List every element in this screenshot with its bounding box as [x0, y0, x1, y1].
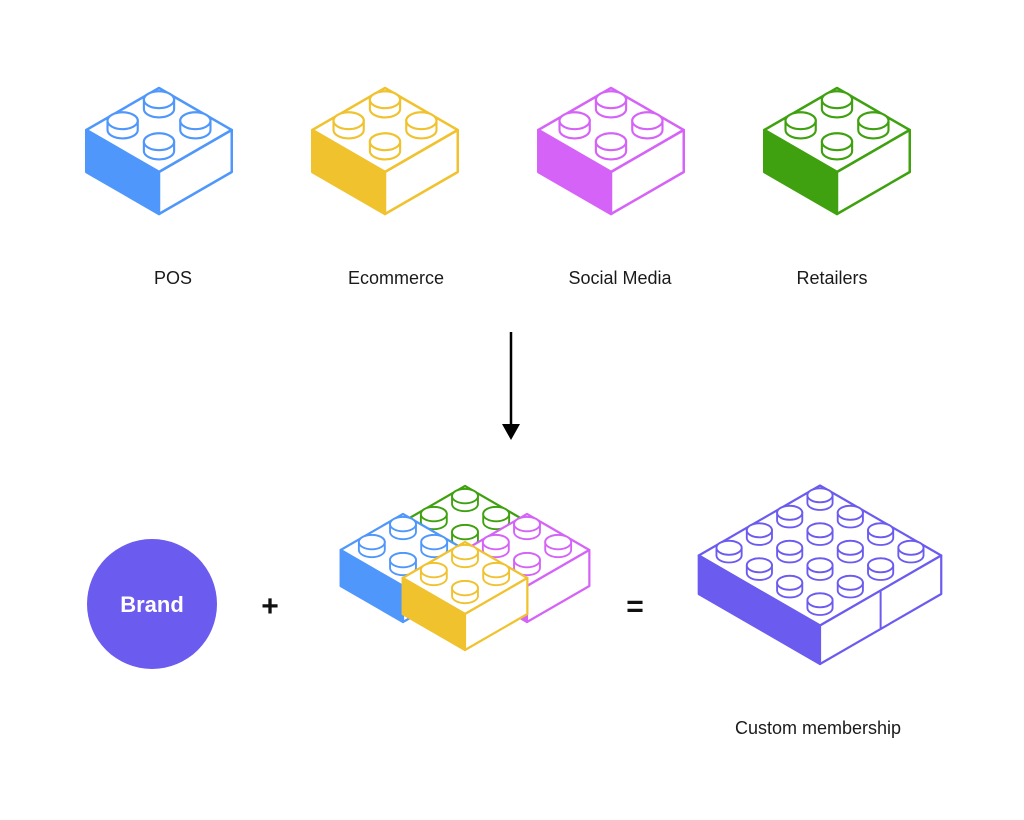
combined-lego-bricks-icon [339, 484, 591, 652]
retailers-brick-icon [763, 86, 911, 216]
plus-sign: + [261, 590, 279, 623]
pos-brick-icon [85, 86, 233, 216]
social-media-brick-icon [537, 86, 685, 216]
down-arrow-icon [502, 332, 520, 440]
ecommerce-brick-icon [311, 86, 459, 216]
ecommerce-label: Ecommerce [348, 268, 444, 288]
brand-label: Brand [120, 592, 184, 617]
retailers-label: Retailers [796, 268, 867, 288]
custom-membership-label: Custom membership [735, 718, 901, 738]
equals-sign: = [626, 590, 644, 623]
brand-circle: Brand [87, 539, 217, 669]
social-media-label: Social Media [568, 268, 672, 288]
pos-label: POS [154, 268, 192, 288]
custom-membership-brick-icon [697, 484, 943, 666]
